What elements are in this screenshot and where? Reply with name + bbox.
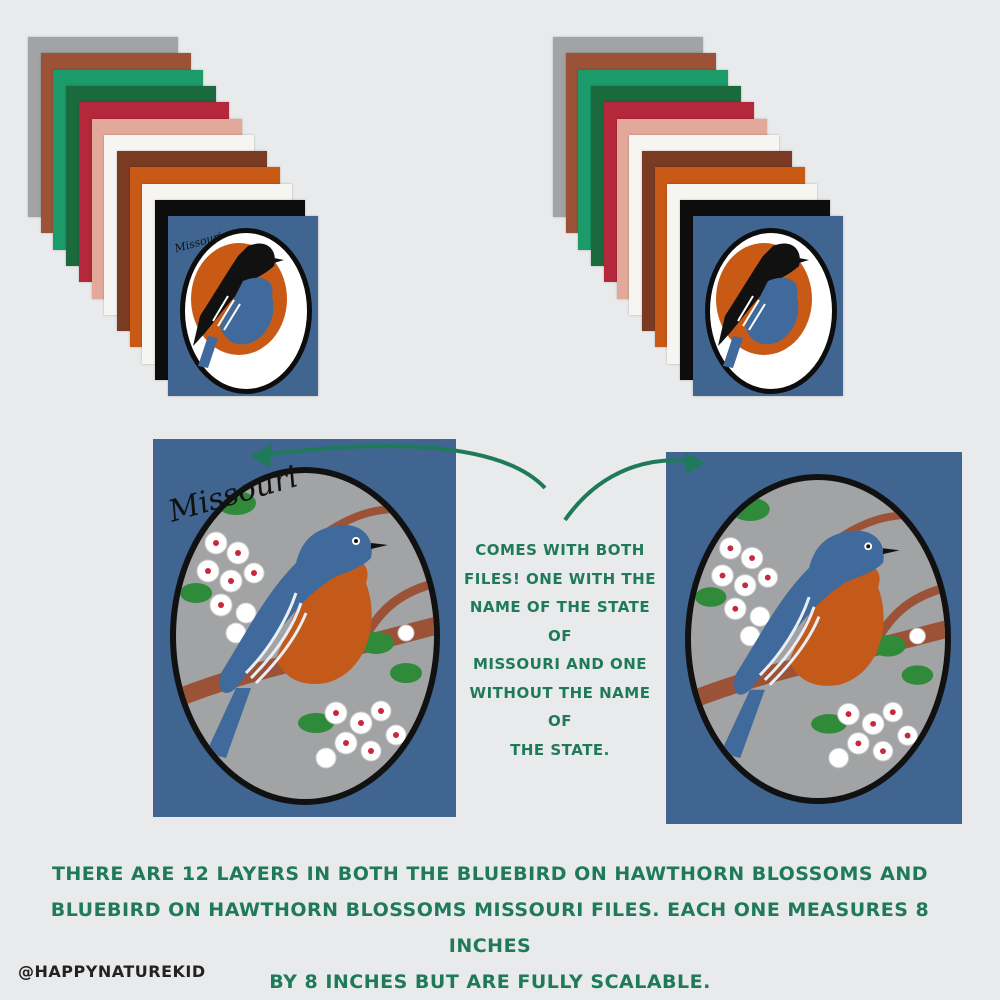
callout-line: MISSOURI AND ONE <box>472 655 648 673</box>
callout-line: THE STATE. <box>510 740 610 759</box>
description-line: THERE ARE 12 LAYERS IN BOTH THE BLUEBIRD… <box>51 863 929 885</box>
callout-line: COMES WITH BOTH <box>475 541 645 559</box>
callout-line: FILES! ONE WITH THE <box>464 569 656 588</box>
description-text: THERE ARE 12 LAYERS IN BOTH THE BLUEBIRD… <box>20 856 960 1000</box>
layer-thumbnail <box>692 216 843 397</box>
description-line: BLUEBIRD ON HAWTHORN BLOSSOMS MISSOURI F… <box>50 899 930 957</box>
callout-text: COMES WITH BOTH FILES! ONE WITH THE NAME… <box>462 536 658 764</box>
callout-line: WITHOUT THE NAME OF <box>469 683 651 731</box>
callout-line: NAME OF THE STATE OF <box>469 598 651 645</box>
bluebird-artwork <box>691 497 945 769</box>
oval-frame <box>685 474 951 804</box>
preview-panel-without-state <box>666 452 962 824</box>
social-handle: @HAPPYNATUREKID <box>18 962 206 981</box>
layer-thumbnail: Missouri <box>167 216 318 397</box>
preview-panel-with-state: Missouri <box>153 439 456 817</box>
mini-bird-icon <box>192 243 284 369</box>
description-line: BY 8 INCHES BUT ARE FULLY SCALABLE. <box>269 971 711 993</box>
oval-frame <box>170 467 440 805</box>
bluebird-artwork <box>176 491 434 769</box>
mini-bird-icon <box>717 243 809 369</box>
